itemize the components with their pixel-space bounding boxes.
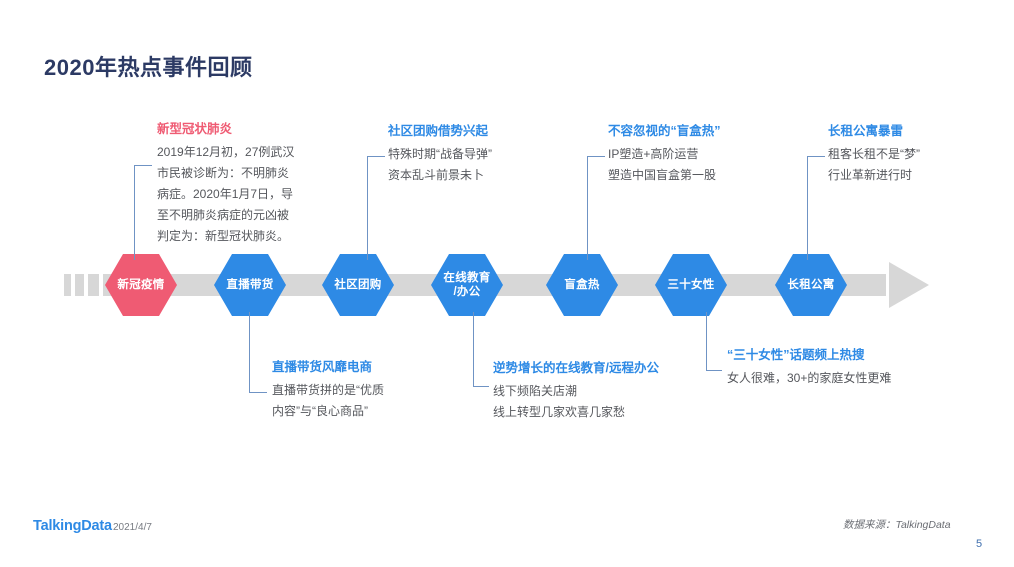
leader-line-covid — [134, 165, 135, 260]
timeline-node-label: 新冠疫情 — [117, 279, 165, 291]
callout-title: “三十女性”话题频上热搜 — [727, 348, 865, 362]
leader-line-long-rent-stub — [807, 156, 825, 157]
bar-dash-segment — [869, 274, 883, 296]
callout-body: 女人很难，30+的家庭女性更难 — [727, 371, 892, 385]
callout-title: 直播带货风靡电商 — [272, 360, 373, 374]
timeline-node-label: 三十女性 — [667, 279, 715, 291]
leader-line-livestream — [249, 312, 250, 392]
callout-blind-box: 不容忽视的“盲盒热” IP塑造+高阶运营 塑造中国盲盒第一股 — [608, 121, 818, 186]
callout-body: 2019年12月初，27例武汉 市民被诊断为：不明肺炎 病症。2020年1月7日… — [157, 145, 295, 243]
leader-line-livestream-stub — [249, 392, 267, 393]
callout-long-rent-apartment: 长租公寓暴雷 租客长租不是“梦” 行业革新进行时 — [828, 121, 1013, 186]
bar-dash-segment — [845, 274, 863, 296]
bar-dash-segment — [88, 274, 99, 296]
leader-line-thirty-women — [706, 312, 707, 370]
timeline-node-label: 盲盒热 — [564, 279, 600, 291]
timeline-node-long-rent-apartment[interactable]: 长租公寓 — [775, 254, 847, 316]
leader-line-online-education — [473, 312, 474, 386]
talkingdata-logo: TalkingData — [33, 518, 112, 534]
callout-online-education: 逆势增长的在线教育/远程办公 线下频陷关店潮 线上转型几家欢喜几家愁 — [493, 358, 723, 423]
timeline-node-community-group-buy[interactable]: 社区团购 — [322, 254, 394, 316]
timeline-node-label: 社区团购 — [334, 279, 382, 291]
page-title: 2020年热点事件回顾 — [44, 55, 253, 80]
source-note: 数据来源：TalkingData — [843, 519, 951, 531]
callout-body: 直播带货拼的是“优质 内容”与“良心商品” — [272, 383, 384, 418]
leader-line-group-buy — [367, 156, 368, 260]
callout-covid: 新型冠状肺炎 2019年12月初，27例武汉 市民被诊断为：不明肺炎 病症。20… — [157, 119, 327, 247]
bar-dash-segment — [64, 274, 71, 296]
leader-line-covid-stub — [134, 165, 152, 166]
callout-community-group-buy: 社区团购借势兴起 特殊时期“战备导弹” 资本乱斗前景未卜 — [388, 121, 588, 186]
bar-dash-segment — [75, 274, 84, 296]
timeline-node-covid[interactable]: 新冠疫情 — [105, 254, 177, 316]
page-number: 5 — [976, 538, 983, 550]
callout-body: 特殊时期“战备导弹” 资本乱斗前景未卜 — [388, 147, 492, 182]
timeline-node-blind-box[interactable]: 盲盒热 — [546, 254, 618, 316]
callout-title: 不容忽视的“盲盒热” — [608, 124, 721, 138]
leader-line-blind-box — [587, 156, 588, 260]
callout-livestream: 直播带货风靡电商 直播带货拼的是“优质 内容”与“良心商品” — [272, 357, 462, 422]
timeline-node-online-education[interactable]: 在线教育 /办公 — [431, 254, 503, 316]
callout-thirty-women: “三十女性”话题频上热搜 女人很难，30+的家庭女性更难 — [727, 345, 977, 389]
callout-body: 线下频陷关店潮 线上转型几家欢喜几家愁 — [493, 384, 626, 419]
callout-body: 租客长租不是“梦” 行业革新进行时 — [828, 147, 920, 182]
timeline-node-label: 长租公寓 — [787, 279, 835, 291]
leader-line-group-buy-stub — [367, 156, 385, 157]
callout-title: 社区团购借势兴起 — [388, 124, 489, 138]
callout-title: 新型冠状肺炎 — [157, 122, 233, 136]
timeline-arrow-icon — [889, 262, 929, 308]
timeline-node-livestream[interactable]: 直播带货 — [214, 254, 286, 316]
callout-body: IP塑造+高阶运营 塑造中国盲盒第一股 — [608, 147, 717, 182]
leader-line-blind-box-stub — [587, 156, 605, 157]
timeline-node-thirty-women[interactable]: 三十女性 — [655, 254, 727, 316]
leader-line-thirty-women-stub — [706, 370, 722, 371]
footer-date: 2021/4/7 — [113, 522, 152, 533]
leader-line-long-rent — [807, 156, 808, 260]
timeline-node-label: 在线教育 /办公 — [443, 272, 491, 298]
timeline-node-label: 直播带货 — [226, 279, 274, 291]
callout-title: 长租公寓暴雷 — [828, 124, 904, 138]
leader-line-online-education-stub — [473, 386, 489, 387]
callout-title: 逆势增长的在线教育/远程办公 — [493, 361, 659, 375]
